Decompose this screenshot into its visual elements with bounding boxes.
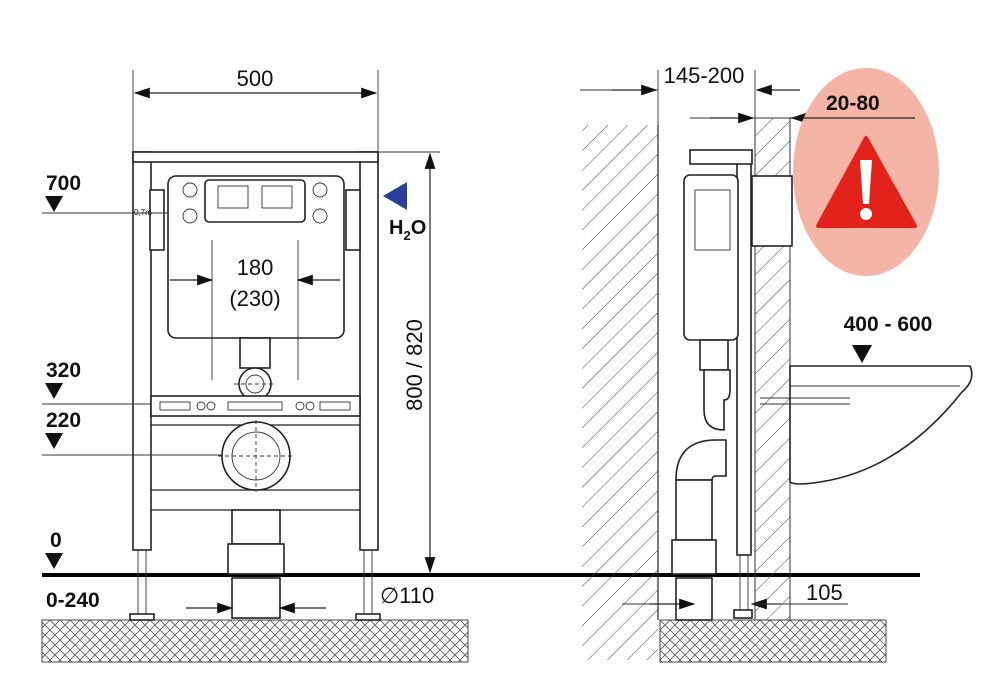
- level-0-label: 0: [50, 529, 62, 552]
- marker-label: 0,7m: [134, 208, 152, 217]
- svg-text:H2O: H2O: [389, 217, 426, 243]
- level-220-label: 220: [46, 409, 81, 432]
- level-700-label: 700: [46, 172, 81, 195]
- warning-badge: 20-80: [790, 68, 939, 276]
- offset-label: 105: [806, 580, 843, 605]
- floor-slab-left: [41, 619, 469, 663]
- pipe-diameter-label: ∅110: [380, 583, 434, 608]
- floor-slab-right: [659, 619, 887, 663]
- toilet-bowl: [789, 365, 973, 485]
- width-label: 500: [237, 66, 274, 91]
- depth-label: 145-200: [664, 63, 745, 88]
- level-labels: 700 320 220 0 0-240: [45, 172, 100, 612]
- rear-wall: [582, 125, 658, 660]
- side-view: 145-200 400 - 600: [580, 63, 973, 660]
- level-0-240-label: 0-240: [46, 589, 100, 612]
- right-post: [359, 151, 379, 551]
- level-320-label: 320: [46, 359, 81, 382]
- height-label: 800 / 820: [402, 319, 427, 411]
- water-label: H: [389, 217, 403, 239]
- front-view: 500 0,7m 180 (230): [42, 66, 440, 621]
- button-spacing-alt-label: (230): [229, 286, 280, 311]
- water-arrow-icon: [383, 182, 407, 210]
- button-spacing-label: 180: [237, 255, 274, 280]
- wall-thickness-label: 20-80: [826, 92, 880, 115]
- bowl-height-label: 400 - 600: [844, 313, 933, 336]
